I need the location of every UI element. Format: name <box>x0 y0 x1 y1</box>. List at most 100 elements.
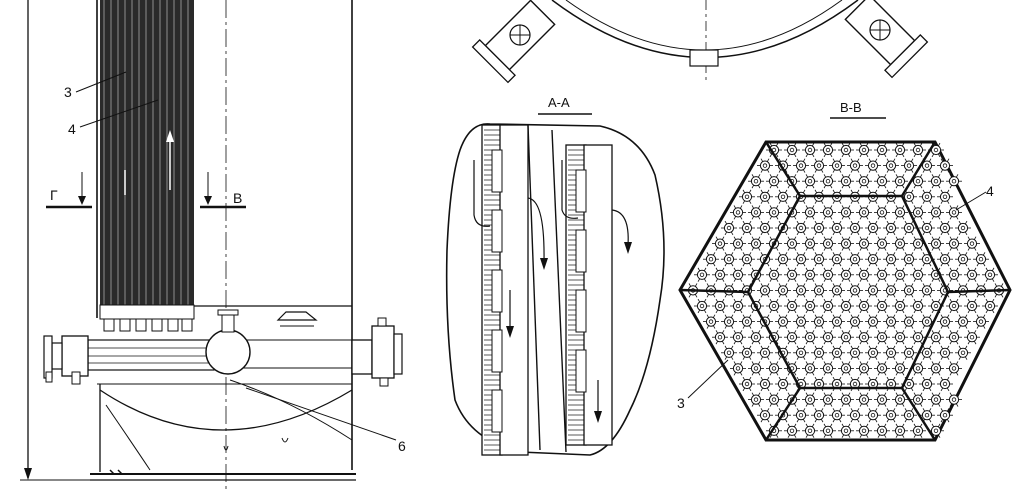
tube-cell <box>820 205 836 220</box>
tube-cell <box>910 205 926 220</box>
tube-cell <box>937 158 953 173</box>
tube-ends <box>99 304 195 332</box>
tube-cell <box>802 423 818 438</box>
tube-cell <box>748 392 764 407</box>
tube-cell <box>928 423 944 438</box>
tube-cell <box>748 236 764 251</box>
tube-cell <box>757 158 773 173</box>
tube-cell <box>874 423 890 438</box>
tube-cell <box>820 330 836 345</box>
tube-cell <box>946 267 962 282</box>
tube-cell <box>892 392 908 407</box>
tube-cell <box>784 423 800 438</box>
tube-cell <box>973 314 989 329</box>
tube-cell <box>892 236 908 251</box>
tube-cell <box>874 392 890 407</box>
tube-cell <box>757 408 773 423</box>
tube-cell <box>865 220 881 236</box>
tube-cell <box>766 361 782 376</box>
tube-cell <box>775 376 791 392</box>
tube-cell <box>802 267 818 282</box>
callout-6: 6 <box>398 438 406 454</box>
tube-cell <box>820 361 836 376</box>
tube-cell <box>856 361 872 376</box>
tube-cell <box>874 174 890 189</box>
tube-cell <box>730 330 746 345</box>
tube-cell <box>820 174 836 189</box>
tube-cell <box>928 236 944 251</box>
tube-cell <box>811 314 827 329</box>
tube-cell <box>838 392 854 407</box>
tube-cell <box>856 174 872 189</box>
tube-cell <box>856 205 872 220</box>
tube-cell <box>739 314 755 329</box>
callout-3-left: 3 <box>64 84 72 100</box>
tube-cell <box>820 236 836 251</box>
tube-cell <box>838 330 854 345</box>
tube-cell <box>820 298 836 314</box>
tube-cell <box>829 314 845 329</box>
tube-cell <box>928 392 944 407</box>
tube-cell <box>874 142 890 158</box>
tube-cell <box>775 189 791 204</box>
tube-cell <box>757 345 773 360</box>
tube-cell <box>748 361 764 376</box>
tube-cell <box>910 423 926 438</box>
tube-cell <box>874 267 890 282</box>
tube-cell <box>838 174 854 189</box>
tube-cell <box>838 205 854 220</box>
tube-cell <box>901 220 917 236</box>
fin-block <box>575 229 587 273</box>
fin-block <box>491 269 503 313</box>
tube-cell <box>973 252 989 267</box>
callout-3-right: 3 <box>677 395 685 411</box>
tube-cell <box>793 345 809 360</box>
tube-cell <box>820 142 836 158</box>
tube-cell <box>892 361 908 376</box>
tube-cell <box>784 142 800 158</box>
tube-cell <box>820 267 836 282</box>
tube-cell <box>829 252 845 267</box>
tube-cell <box>919 283 935 298</box>
tube-cell <box>721 252 737 267</box>
tube-cell <box>937 314 953 329</box>
cut-mark-g: Г <box>46 172 92 209</box>
tube-cell <box>757 283 773 298</box>
tube-cell <box>856 330 872 345</box>
tube-cell <box>946 392 962 407</box>
tube-cell <box>856 267 872 282</box>
tube-cell <box>865 314 881 329</box>
tube-cell <box>775 283 791 298</box>
section-a-a-fins <box>484 129 587 451</box>
tube-cell <box>910 392 926 407</box>
tube-cell <box>811 345 827 360</box>
tube-cell <box>901 408 917 423</box>
tube-cell <box>811 220 827 236</box>
tube-cell <box>946 174 962 189</box>
tube-cell <box>910 330 926 345</box>
fin-block <box>575 349 587 393</box>
tube-cell <box>901 158 917 173</box>
tube-cell <box>838 142 854 158</box>
cut-mark-b: В <box>200 172 246 209</box>
fin-block <box>575 169 587 213</box>
tube-cell <box>811 408 827 423</box>
tube-cell <box>766 392 782 407</box>
tube-bundle <box>100 0 194 305</box>
tube-cell <box>946 361 962 376</box>
tube-cell <box>703 252 719 267</box>
tube-cell <box>739 345 755 360</box>
tube-cell <box>748 330 764 345</box>
tube-cell <box>919 345 935 360</box>
tube-cell <box>847 283 863 298</box>
tube-cell <box>865 345 881 360</box>
tube-cell <box>757 189 773 204</box>
tube-cell <box>793 314 809 329</box>
tube-cell <box>703 314 719 329</box>
tube-cell <box>793 408 809 423</box>
tube-cell <box>928 174 944 189</box>
tube-cell <box>847 220 863 236</box>
tube-cell <box>847 408 863 423</box>
plan-left-flange <box>471 0 556 84</box>
tube-cell <box>964 236 980 251</box>
